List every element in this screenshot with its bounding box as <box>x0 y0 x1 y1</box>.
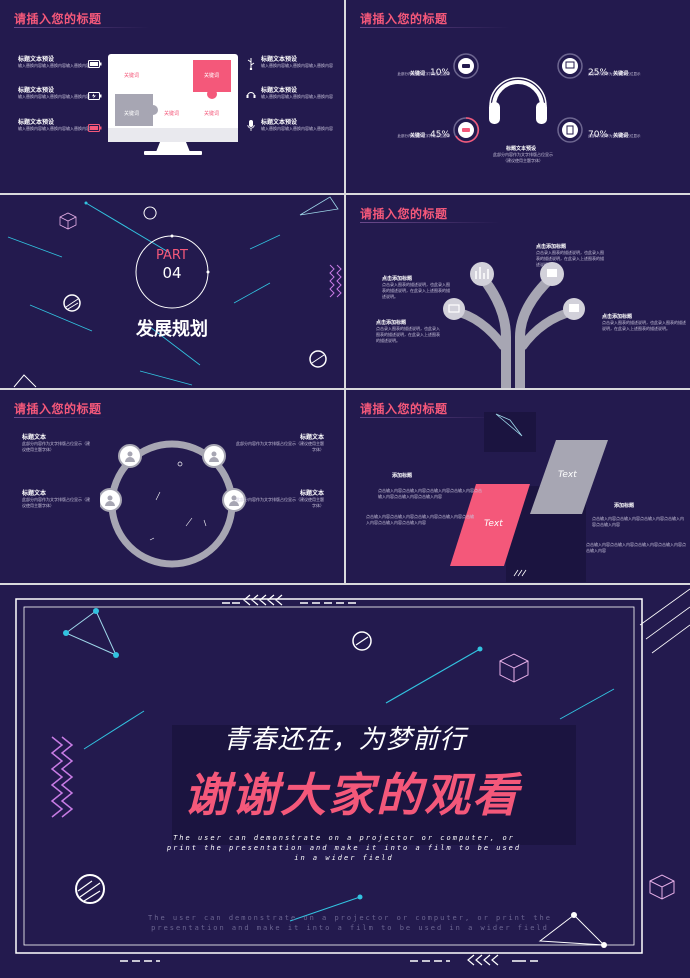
slide-1[interactable]: 请插入您的标题 标题文本预设 输入替换内容输入替换内容输入替换内容 标题文本预设… <box>0 0 344 193</box>
battery-full-icon <box>88 60 102 68</box>
slide-title: 请插入您的标题 <box>360 12 448 26</box>
heading-right: 添加标题 <box>614 503 635 509</box>
usb-icon <box>247 58 255 70</box>
frame-decor <box>15 588 690 966</box>
stat-4: 70% 关键词 <box>588 130 629 140</box>
left-item-1: 标题文本预设 输入替换内容输入替换内容输入替换内容 <box>18 56 90 68</box>
text-panel <box>172 725 576 845</box>
stat-ring-4 <box>557 117 583 143</box>
body-left-2: 点击输入内容点击输入内容点击输入内容点击输入内容点击输入内容点击输入内容点击输入… <box>366 514 474 525</box>
tree-item-2: 点击添加标题 点击录入图表的描述说明，也此录入图表的描述说明，在此录入上述图表的… <box>382 276 450 299</box>
ring-item-2: 标题文本 此部分内容作为文字排版占位显示（建议使用主题字体） <box>22 490 90 508</box>
text-label-b: Text <box>484 519 503 529</box>
slide-4[interactable]: 请插入您的标题 点击添加标题 点击录入图表的描述说明，也此录入图表的描述说明，在… <box>346 195 690 388</box>
tree-graphic <box>443 262 585 388</box>
slide-5[interactable]: 请插入您的标题 标题文本 此部分内容作为文字排版占位显示（建议使用主题字体） 标… <box>0 390 344 583</box>
right-item-2: 标题文本预设 输入替换内容输入替换内容输入替换内容 <box>261 87 333 99</box>
title-underline <box>360 27 510 28</box>
title-underline <box>360 417 500 418</box>
slide-title: 请插入您的标题 <box>360 402 448 416</box>
english-caption-2: The user can demonstrate on a projector … <box>148 914 552 932</box>
right-item-1: 标题文本预设 输入替换内容输入替换内容输入替换内容 <box>261 56 333 68</box>
center-body-1: 此部分内容作为文字排版占位显示 <box>493 152 553 157</box>
puzzle-keyword-5: 关键词 <box>204 111 220 117</box>
stat-ring-2 <box>557 53 583 79</box>
battery-low-icon <box>88 124 102 132</box>
ring-item-4: 标题文本 此部分内容作为文字排版占位显示（建议使用主题字体） <box>236 490 324 508</box>
headphones-graphic <box>489 77 547 124</box>
slide-3[interactable]: PART 04 发展规划 <box>0 195 344 388</box>
slide-title: 请插入您的标题 <box>360 207 448 221</box>
body-right-2: 点击输入内容点击输入内容点击输入内容点击输入内容点击输入内容 <box>586 542 686 553</box>
ring-graphic <box>100 440 246 568</box>
english-caption-1: The user can demonstrate on a projector … <box>166 834 522 862</box>
monitor-puzzle-graphic <box>108 54 238 155</box>
text-label-a: Text <box>558 470 577 480</box>
part-label: PART <box>156 248 188 263</box>
title-underline <box>14 417 106 418</box>
slogan-line: 青春还在，为梦前行 <box>223 725 467 755</box>
battery-charging-icon <box>88 92 102 100</box>
body-right-1: 点击输入内容点击输入内容点击输入内容点击输入内容点击输入内容 <box>592 516 684 527</box>
part-number: 04 <box>162 264 182 282</box>
tree-item-1: 点击添加标题 点击录入图表的描述说明，也此录入图表的描述说明，在此录入上述图表的… <box>536 244 604 267</box>
stat-3: 关键词 45% <box>409 130 450 140</box>
stat-ring-3 <box>453 117 480 143</box>
center-heading: 标题文本预设 <box>506 146 537 152</box>
title-underline <box>360 222 500 223</box>
title-underline <box>14 27 150 28</box>
microphone-icon <box>247 120 255 131</box>
thanks-line: 谢谢大家的观看 <box>184 768 520 822</box>
section-title: 发展规划 <box>136 319 208 340</box>
decorative-lines <box>7 196 342 388</box>
puzzle-keyword-3: 关键词 <box>124 111 140 117</box>
parallelogram-graphic <box>450 412 608 582</box>
puzzle-keyword-4: 关键词 <box>164 111 180 117</box>
stat-2: 25% 关键词 <box>588 68 629 78</box>
slide-7[interactable]: 青春还在，为梦前行 谢谢大家的观看 The user can demonstra… <box>0 585 690 978</box>
slide-title: 请插入您的标题 <box>14 402 102 416</box>
left-item-2: 标题文本预设 输入替换内容输入替换内容输入替换内容 <box>18 87 90 99</box>
stat-1: 关键词 10% <box>409 68 450 78</box>
puzzle-keyword-2: 关键词 <box>204 73 220 79</box>
puzzle-keyword-1: 关键词 <box>124 73 140 79</box>
center-body-2: （建议使用主题字体） <box>503 158 543 163</box>
headset-icon <box>246 92 256 98</box>
ring-item-3: 标题文本 此部分内容作为文字排版占位显示（建议使用主题字体） <box>236 434 324 452</box>
slide-title: 请插入您的标题 <box>14 12 102 26</box>
slide-6[interactable]: 请插入您的标题 Text Text 添加标题 点击输入内容点击输入内容点击输入内… <box>346 390 690 583</box>
body-left-1: 点击输入内容点击输入内容点击输入内容点击输入内容点击输入内容点击输入内容点击输入… <box>378 488 482 499</box>
left-item-3: 标题文本预设 输入替换内容输入替换内容输入替换内容 <box>18 119 90 131</box>
tree-item-4: 点击添加标题 点击录入图表的描述说明，也此录入图表的描述说明，在此录入上述图表的… <box>602 314 686 331</box>
heading-left: 添加标题 <box>392 473 413 479</box>
ring-item-1: 标题文本 此部分内容作为文字排版占位显示（建议使用主题字体） <box>22 434 90 452</box>
right-item-3: 标题文本预设 输入替换内容输入替换内容输入替换内容 <box>261 119 333 131</box>
slide-2[interactable]: 请插入您的标题 标题文本预设 此部分内容作为文字排版占位显示 （建议使用主题字体… <box>346 0 690 193</box>
stat-ring-1 <box>453 53 479 79</box>
tree-item-3: 点击添加标题 点击录入图表的描述说明，也此录入图表的描述说明，在此录入上述图表的… <box>376 320 440 343</box>
